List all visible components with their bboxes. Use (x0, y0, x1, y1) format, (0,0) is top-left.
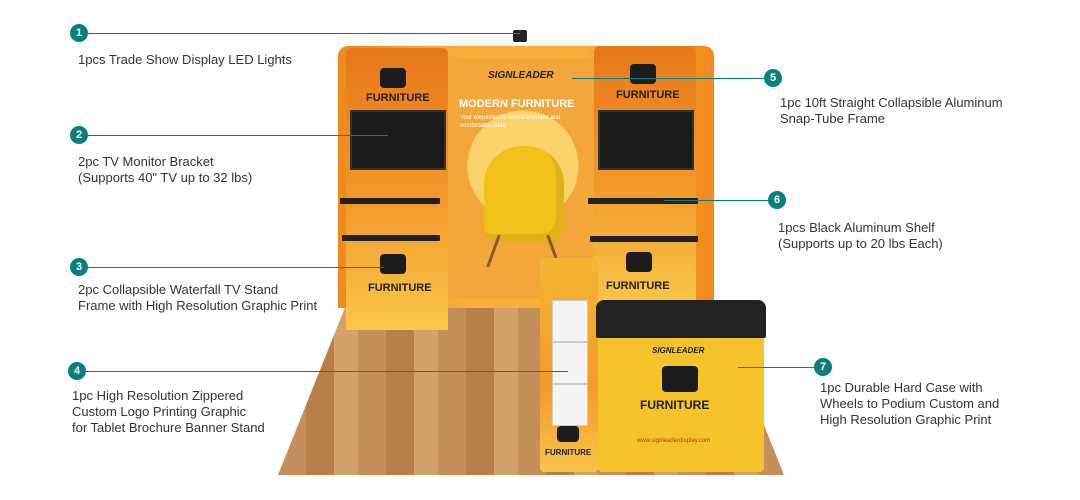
booth-brand-logo: SIGNLEADER (488, 70, 554, 81)
shelf-right-lower (590, 236, 698, 242)
callout-line-2 (88, 135, 388, 136)
callout-badge-6: 6 (768, 191, 786, 209)
sofa-logo-icon (630, 64, 656, 84)
podium-website: www.signleaderdisplay.com (637, 438, 711, 444)
brochure-pocket (552, 300, 588, 342)
callout-badge-3: 3 (70, 258, 88, 276)
brochure-pocket (552, 384, 588, 426)
podium-word: FURNITURE (640, 398, 710, 412)
sofa-logo-icon (380, 254, 406, 274)
sofa-logo-icon (626, 252, 652, 272)
tower-left-word-2: FURNITURE (368, 282, 432, 294)
tower-right-word: FURNITURE (616, 89, 680, 101)
callout-label-3: 2pc Collapsible Waterfall TV Stand Frame… (78, 282, 318, 313)
callout-label-2: 2pc TV Monitor Bracket (Supports 40" TV … (78, 154, 253, 185)
shelf-left-upper (340, 198, 440, 204)
podium-top (596, 300, 766, 338)
callout-label-6: 1pcs Black Aluminum Shelf (Supports up t… (778, 220, 943, 251)
callout-badge-4: 4 (68, 362, 86, 380)
podium-brand: SIGNLEADER (652, 346, 705, 355)
booth-headline: MODERN FURNITURE (459, 98, 575, 110)
tv-monitor-right (598, 110, 694, 170)
sofa-logo-icon (380, 68, 406, 88)
led-light-icon (513, 30, 527, 42)
booth-tagline: Your exquisite life needs a simple and c… (460, 115, 561, 129)
callout-line-5 (572, 78, 764, 79)
callout-label-7: 1pc Durable Hard Case with Wheels to Pod… (820, 380, 1000, 427)
callout-label-5: 1pc 10ft Straight Collapsible Aluminum S… (780, 95, 1003, 126)
tower-left-word: FURNITURE (366, 92, 430, 104)
callout-label-1: 1pcs Trade Show Display LED Lights (78, 52, 292, 67)
callout-badge-7: 7 (814, 358, 832, 376)
callout-line-4 (86, 371, 568, 372)
sofa-logo-icon (557, 426, 579, 442)
shelf-right-upper (588, 198, 698, 204)
callout-line-7 (738, 367, 814, 368)
callout-badge-2: 2 (70, 126, 88, 144)
callout-label-4: 1pc High Resolution Zippered Custom Logo… (72, 388, 265, 435)
shelf-left-lower (342, 235, 440, 241)
callout-line-3 (88, 267, 384, 268)
sofa-logo-icon (662, 366, 698, 392)
tv-monitor-left (350, 110, 446, 170)
callout-line-1 (88, 33, 520, 34)
tower-right-word-2: FURNITURE (606, 280, 670, 292)
callout-badge-5: 5 (764, 69, 782, 87)
callout-line-6 (664, 200, 768, 201)
brochure-pocket (552, 342, 588, 384)
chair-image (484, 146, 564, 242)
stand-word: FURNITURE (545, 448, 592, 457)
tv-stand-left (346, 48, 448, 330)
callout-badge-1: 1 (70, 24, 88, 42)
